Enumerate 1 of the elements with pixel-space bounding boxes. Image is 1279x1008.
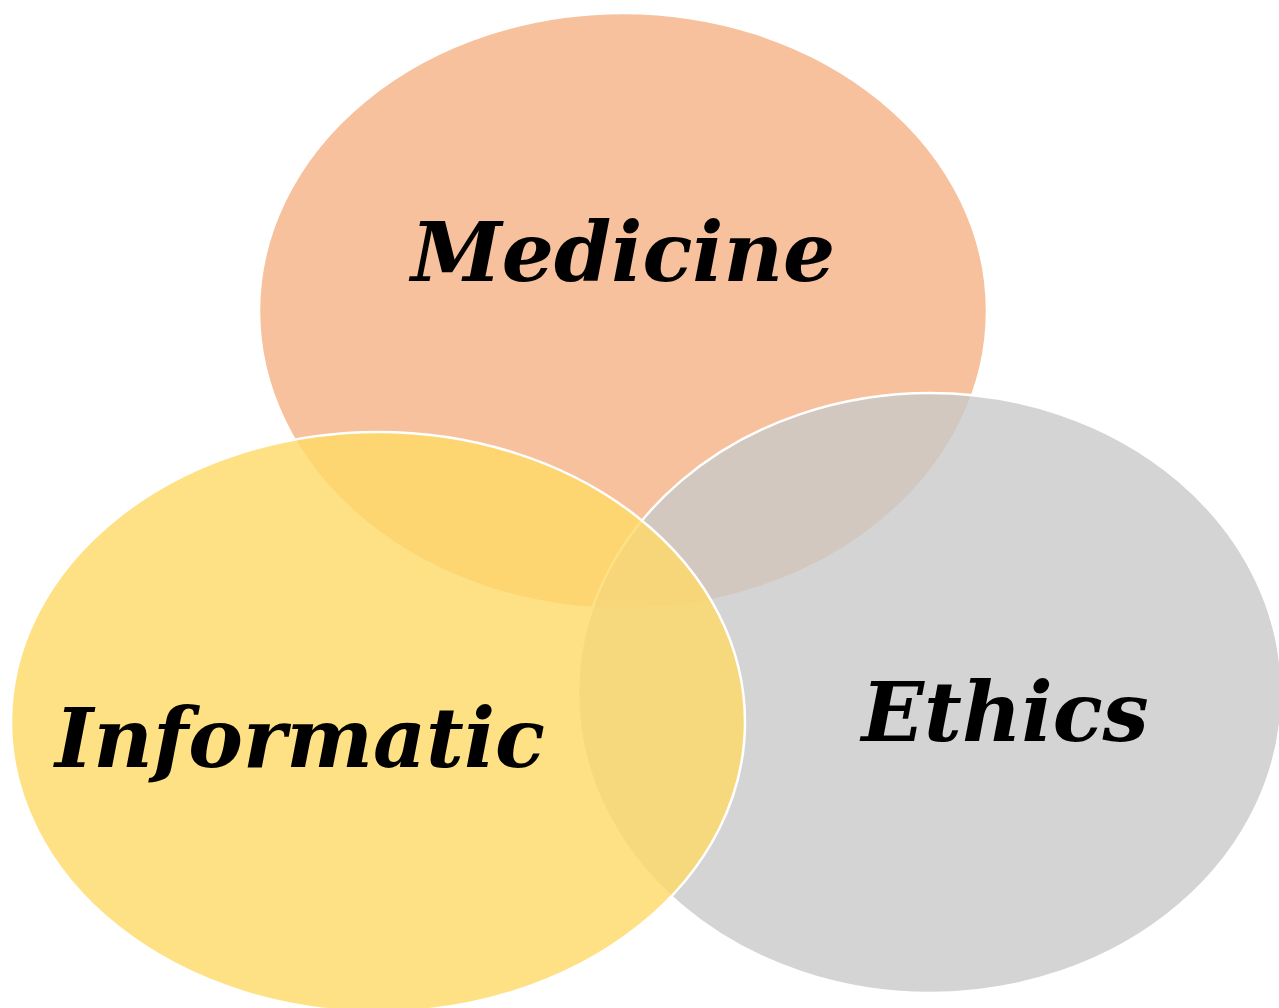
venn-label: Ethics [861,671,1149,753]
